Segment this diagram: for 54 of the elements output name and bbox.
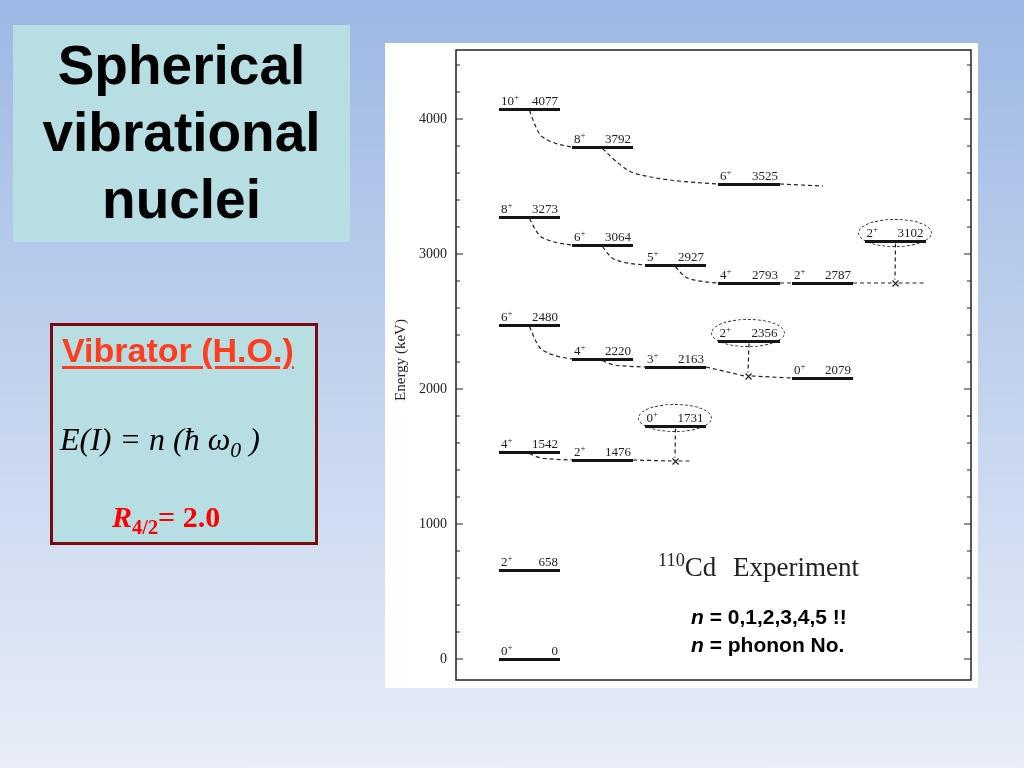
dashed-line <box>674 427 677 459</box>
level-label: 3$^{+}$ 2163 <box>646 350 705 366</box>
dashed-line <box>705 366 746 377</box>
level-label: 2$^{+}$ 1476 <box>573 443 632 459</box>
isotope-label: $^{110}$Cd Experiment <box>658 553 860 583</box>
formula: E(I) = n (ħ ω$_{0}$ ) <box>60 423 260 455</box>
tick-label: 1000 <box>418 516 447 532</box>
level-label: 2$^{+}$ 2787 <box>793 266 852 282</box>
section-heading: Vibrator (H.O.) <box>62 333 294 367</box>
level-label: 6$^{+}$ 2480 <box>500 308 559 324</box>
dashed-line <box>897 282 927 284</box>
dashed-line <box>779 183 824 187</box>
tick-label: 3000 <box>418 246 447 262</box>
dashed-line <box>601 359 646 368</box>
dashed-line <box>528 217 573 246</box>
dashed-line <box>674 265 719 284</box>
slide-title: Spherical vibrational nuclei <box>13 25 350 242</box>
level-label: 4$^{+}$ 1542 <box>500 435 559 451</box>
level-label: 6$^{+}$ 3525 <box>719 167 779 183</box>
note-text: n = 0,1,2,3,4,5 !! <box>691 604 847 630</box>
level-label: 2$^{+}$ 658 <box>500 553 559 569</box>
level-label: 8$^{+}$ 3792 <box>573 130 632 146</box>
tick-label: 2000 <box>418 381 447 397</box>
dashed-line <box>750 375 793 379</box>
note-text: n = phonon No. <box>691 632 845 658</box>
level-label: 8$^{+}$ 3273 <box>500 200 559 216</box>
level-label: 2$^{+}$ 2356 <box>718 325 779 341</box>
dashed-line <box>632 459 673 462</box>
dashed-line <box>779 282 793 284</box>
dashed-line <box>528 109 573 148</box>
dashed-line <box>894 242 897 281</box>
dashed-line <box>852 282 893 284</box>
dashed-line <box>747 342 750 374</box>
cross-mark <box>744 372 752 380</box>
dashed-line <box>528 452 573 461</box>
level-label: 10$^{+}$ 4077 <box>500 92 559 108</box>
tick-label: 0 <box>439 651 447 667</box>
level-label: 0$^{+}$ 1731 <box>645 410 705 426</box>
level-label: 5$^{+}$ 2927 <box>646 248 705 264</box>
level-label: 4$^{+}$ 2793 <box>719 266 779 282</box>
info-box <box>50 323 318 545</box>
level-label: 4$^{+}$ 2220 <box>573 342 632 358</box>
dashed-line <box>528 325 573 360</box>
level-label: 6$^{+}$ 3064 <box>573 228 632 244</box>
dashed-line <box>601 147 719 185</box>
level-label: 2$^{+}$ 3102 <box>865 225 925 241</box>
cross-mark <box>891 279 899 287</box>
level-label: 0$^{+}$ 2079 <box>793 361 852 377</box>
level-label: 0$^{+}$ 0 <box>500 642 559 658</box>
axis-title: Energy (keV) <box>392 319 408 401</box>
tick-label: 4000 <box>418 111 447 127</box>
ratio-formula: R$_{4/2}$= 2.0 <box>112 502 221 532</box>
dashed-line <box>677 460 691 462</box>
cross-mark <box>671 457 679 465</box>
